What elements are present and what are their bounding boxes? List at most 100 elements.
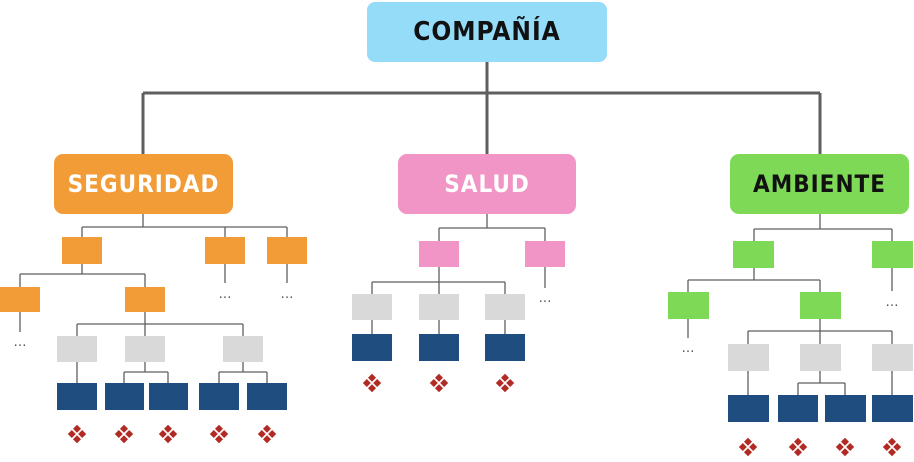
continuation-mark: … — [14, 335, 27, 350]
risk-icon-part — [257, 430, 266, 438]
category-label: SALUD — [444, 170, 530, 198]
risk-icon-part — [120, 424, 128, 433]
gray-node — [800, 344, 841, 371]
risk-icon-part — [368, 384, 376, 393]
risk-icon — [882, 437, 902, 457]
risk-icon-part — [164, 424, 172, 433]
risk-icon — [429, 373, 449, 393]
risk-icon — [158, 424, 178, 444]
risk-icon-part — [841, 437, 849, 446]
risk-icon-part — [501, 373, 509, 382]
category-label: AMBIENTE — [753, 170, 886, 198]
risk-icon-part — [263, 424, 271, 433]
risk-icon-part — [215, 435, 223, 444]
risk-icon-part — [73, 424, 81, 433]
risk-icon — [362, 373, 382, 393]
risk-icon-part — [744, 437, 752, 446]
risk-icon-part — [888, 448, 896, 457]
risk-icon — [495, 373, 515, 393]
risk-icon-part — [209, 430, 218, 438]
detail-node — [57, 383, 97, 410]
risk-icon-part — [506, 379, 515, 387]
risk-icon-part — [125, 430, 134, 438]
gray-node — [419, 294, 459, 320]
risk-icon-part — [440, 379, 449, 387]
risk-icon-part — [799, 443, 808, 451]
risk-icon-part — [749, 443, 758, 451]
detail-node — [352, 334, 392, 361]
risk-icon-part — [888, 437, 896, 446]
gray-node — [352, 294, 392, 320]
category-node-ambiente[interactable]: AMBIENTE — [730, 154, 909, 214]
gray-node — [872, 344, 913, 371]
risk-icon-part — [846, 443, 855, 451]
risk-icon-part — [368, 373, 376, 382]
risk-icon — [738, 437, 758, 457]
risk-icon-part — [114, 430, 123, 438]
risk-icon-part — [882, 443, 891, 451]
continuation-mark: … — [886, 295, 899, 310]
gray-node — [57, 336, 97, 362]
risk-icon-part — [744, 448, 752, 457]
risk-icon — [788, 437, 808, 457]
risk-icon-part — [158, 430, 167, 438]
sub-node — [125, 287, 165, 312]
category-node-seguridad[interactable]: SEGURIDAD — [54, 154, 233, 214]
risk-icon-part — [435, 373, 443, 382]
sub-node — [0, 287, 40, 312]
sub-node — [419, 241, 459, 267]
gray-node — [485, 294, 525, 320]
continuation-mark: … — [219, 287, 232, 302]
gray-node — [223, 336, 263, 362]
category-node-salud[interactable]: SALUD — [398, 154, 576, 214]
detail-node — [105, 383, 144, 410]
risk-icon-part — [893, 443, 902, 451]
detail-node — [199, 383, 239, 410]
root-node[interactable]: COMPAÑÍA — [367, 2, 607, 62]
detail-node — [728, 395, 769, 422]
risk-icon-part — [435, 384, 443, 393]
risk-icon-part — [78, 430, 87, 438]
root-label: COMPAÑÍA — [413, 17, 561, 47]
gray-node — [728, 344, 769, 371]
risk-icon-part — [373, 379, 382, 387]
risk-icon — [67, 424, 87, 444]
category-label: SEGURIDAD — [67, 170, 220, 198]
risk-icon-part — [495, 379, 504, 387]
sub-node — [800, 292, 841, 319]
risk-icon — [114, 424, 134, 444]
detail-node — [872, 395, 913, 422]
detail-node — [825, 395, 866, 422]
sub-node — [668, 292, 709, 319]
risk-icon-part — [215, 424, 223, 433]
sub-node — [872, 241, 913, 268]
risk-icon-part — [120, 435, 128, 444]
risk-icon-part — [841, 448, 849, 457]
risk-icon-part — [164, 435, 172, 444]
sub-node — [733, 241, 774, 268]
risk-icon-part — [429, 379, 438, 387]
gray-node — [125, 336, 165, 362]
sub-node — [525, 241, 565, 267]
risk-icon-part — [263, 435, 271, 444]
detail-node — [485, 334, 525, 361]
risk-icon-part — [501, 384, 509, 393]
detail-node — [149, 383, 188, 410]
continuation-mark: … — [539, 291, 552, 306]
risk-icon — [835, 437, 855, 457]
risk-icon-part — [738, 443, 747, 451]
detail-node — [419, 334, 459, 361]
risk-icon-part — [268, 430, 277, 438]
detail-node — [778, 395, 818, 422]
risk-icon-part — [169, 430, 178, 438]
sub-node — [267, 237, 307, 264]
continuation-mark: … — [281, 287, 294, 302]
detail-node — [247, 383, 287, 410]
sub-node — [205, 237, 245, 264]
risk-icon-part — [794, 437, 802, 446]
sub-node — [62, 237, 102, 264]
risk-icon-part — [835, 443, 844, 451]
risk-icon-part — [73, 435, 81, 444]
